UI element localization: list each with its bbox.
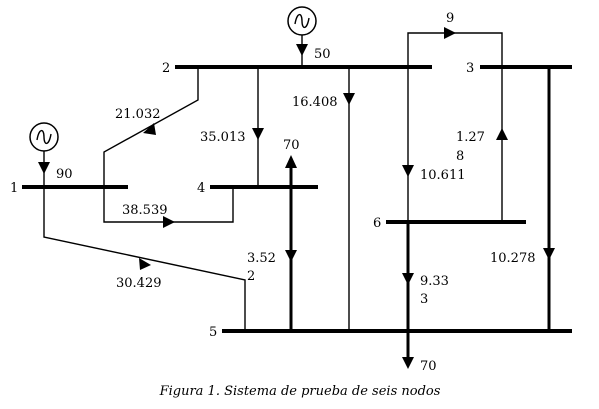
arrow-down-icon — [296, 44, 308, 56]
bus-label-4: 4 — [197, 181, 205, 196]
flow-label-1-2: 21.032 — [115, 107, 161, 122]
flow-label-2-4: 35.013 — [200, 130, 246, 145]
arrow-down-icon — [402, 357, 414, 369]
load-value-bus-4: 70 — [283, 138, 300, 153]
figure-caption: Figura 1. Sistema de prueba de seis nodo… — [159, 384, 441, 399]
load-value-bus-5: 70 — [420, 359, 437, 374]
flow-label-6-5-b: 3 — [420, 292, 428, 307]
bus-label-2: 2 — [162, 61, 170, 76]
bus-label-5: 5 — [209, 325, 217, 340]
sine-wave-icon — [36, 129, 52, 145]
arrow-right-icon — [444, 27, 456, 39]
flow-label-3-6-b: 8 — [456, 149, 464, 164]
bus-label-1: 1 — [10, 181, 18, 196]
line-1-5 — [43, 187, 246, 331]
flow-label-1-4: 38.539 — [122, 203, 168, 218]
arrow-down-icon — [252, 128, 264, 140]
flow-label-9-6: 10.611 — [420, 168, 466, 183]
bus-label-6: 6 — [373, 216, 381, 231]
gen-value-bus-1: 90 — [56, 167, 73, 182]
flow-label-1-5: 30.429 — [116, 276, 162, 291]
sine-wave-icon — [294, 13, 310, 29]
junction-label-9: 9 — [446, 11, 454, 26]
gen-value-bus-2: 50 — [314, 47, 331, 62]
generator-bus-2 — [287, 6, 317, 67]
flow-label-3-5: 10.278 — [490, 251, 536, 266]
flow-label-4-5-a: 3.52 — [247, 251, 276, 266]
arrow-down-icon — [543, 248, 555, 260]
arrow-down-icon — [343, 93, 355, 105]
flow-label-4-5-b: 2 — [247, 269, 255, 284]
arrow-down-icon — [402, 165, 414, 177]
generator-bus-1 — [29, 122, 59, 187]
arrow-down-icon — [285, 250, 297, 262]
flow-label-6-5-a: 9.33 — [420, 274, 449, 289]
arrow-right-icon — [163, 216, 175, 228]
bus-label-3: 3 — [466, 61, 474, 76]
arrow-up-icon — [285, 155, 297, 168]
arrow-up-icon — [496, 128, 508, 140]
arrow-down-icon — [38, 162, 50, 174]
arrow-icon — [143, 123, 156, 135]
arrow-down-icon — [402, 273, 414, 285]
flow-label-3-6-a: 1.27 — [456, 130, 485, 145]
line-junction-9 — [407, 32, 503, 222]
flow-label-2-5: 16.408 — [292, 95, 338, 110]
arrow-icon — [139, 258, 151, 270]
